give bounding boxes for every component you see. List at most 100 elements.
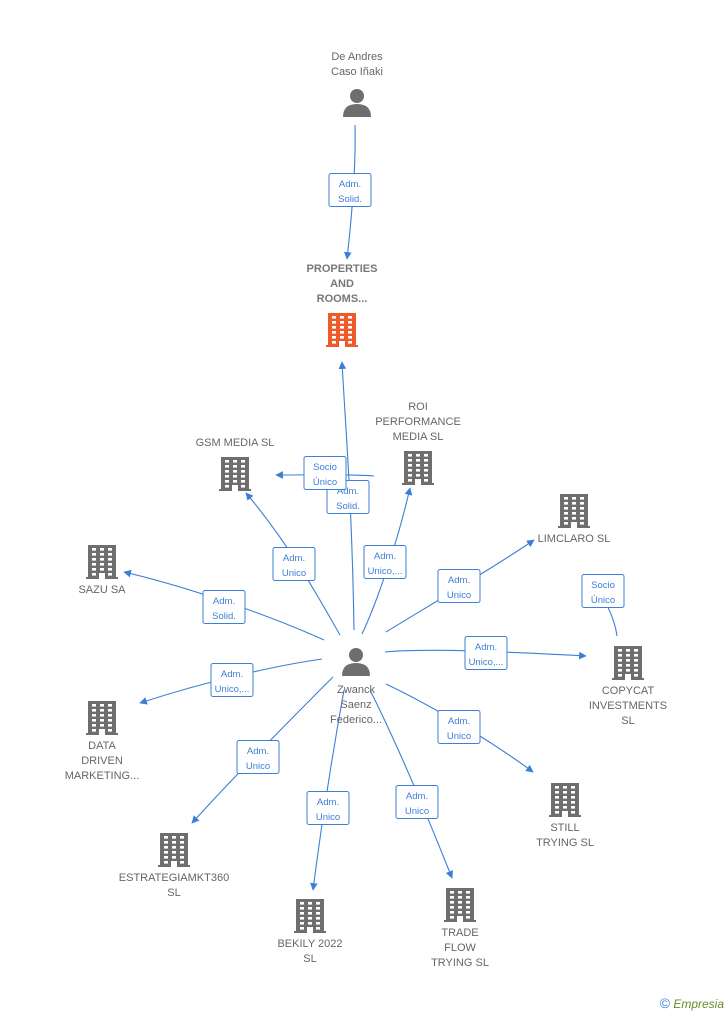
building-icon [549, 783, 581, 817]
edge-label-text: Unico,... [215, 684, 250, 695]
edge-label-text: Unico [405, 806, 429, 817]
edge-label-text: Único [591, 595, 615, 606]
building-icon [326, 313, 358, 347]
node-label: SAZU SA [78, 584, 126, 596]
node-label: PROPERTIES [307, 263, 378, 275]
edge-label-text: Adm. [247, 746, 269, 757]
node-label: MEDIA SL [393, 431, 444, 443]
node-limclaro[interactable]: LIMCLARO SL [538, 494, 611, 545]
edge-label-text: Unico [447, 590, 471, 601]
edge-label-text: Adm. [475, 642, 497, 653]
edge-label-box[interactable]: Adm. Unico [395, 785, 439, 819]
node-properties[interactable]: PROPERTIES AND ROOMS... [307, 263, 378, 347]
node-label: BEKILY 2022 [277, 938, 342, 950]
node-label: STILL [550, 822, 579, 834]
node-label: De Andres [331, 51, 383, 63]
edge-label-box[interactable]: Adm. Unico [272, 547, 316, 581]
edge-label-text: Unico [447, 731, 471, 742]
copyright-icon: © [659, 995, 670, 1011]
edge-label-box[interactable]: Adm. Unico,... [363, 545, 407, 579]
edge-label-box[interactable]: Adm. Unico [306, 791, 350, 825]
edge-label-text: Socio [313, 462, 337, 473]
node-label: Saenz [340, 699, 371, 711]
edge-label-text: Adm. [283, 553, 305, 564]
edge-label-text: Unico,... [368, 566, 403, 577]
building-icon [158, 833, 190, 867]
edge-label-text: Unico [316, 812, 340, 823]
edge-label-text: Adm. [339, 179, 361, 190]
node-zwanck[interactable]: ZwanckSaenzFederico... [330, 648, 382, 726]
building-icon [86, 701, 118, 735]
edge-label-text: Adm. [448, 575, 470, 586]
edge-label-text: Adm. [337, 486, 359, 497]
building-icon [294, 899, 326, 933]
node-sazu[interactable]: SAZU SA [78, 545, 126, 596]
node-label: ROI [408, 401, 428, 413]
brand-logo: Empresia [673, 997, 724, 1011]
edge-label-text: Adm. [406, 791, 428, 802]
edge-label-box[interactable]: Adm. Unico,... [210, 663, 254, 697]
node-label: COPYCAT [602, 685, 655, 697]
edge-zwanck-to-trade[interactable] [369, 689, 454, 879]
edge-label-text: Único [313, 477, 337, 488]
node-label: MARKETING... [65, 770, 140, 782]
node-label: SL [167, 887, 180, 899]
building-icon [86, 545, 118, 579]
node-still[interactable]: STILL TRYING SL [536, 783, 594, 849]
person-icon [343, 89, 371, 117]
node-label: SL [303, 953, 316, 965]
edge-label-box[interactable]: Adm. Unico [437, 710, 481, 744]
person-icon [342, 648, 370, 676]
node-label: SL [621, 715, 634, 727]
node-label: FLOW [444, 942, 476, 954]
edge-label-box[interactable]: Adm. Unico [236, 740, 280, 774]
edge-label-box[interactable]: Adm. Unico,... [464, 636, 508, 670]
edge-label-box[interactable]: Adm. Solid. [328, 173, 372, 207]
building-icon [402, 451, 434, 485]
node-copycat[interactable]: COPYCAT INVESTMENTS SL [589, 646, 667, 727]
node-label: DRIVEN [81, 755, 123, 767]
node-label: DATA [88, 740, 116, 752]
brand-footer[interactable]: © Empresia [660, 995, 724, 1011]
building-icon [219, 457, 251, 491]
edge-zwanck-to-properties[interactable] [338, 361, 355, 631]
edge-label-box[interactable]: Adm. Unico [437, 569, 481, 603]
node-label: INVESTMENTS [589, 700, 667, 712]
edge-label-text: Adm. [448, 716, 470, 727]
node-label: LIMCLARO SL [538, 533, 611, 545]
building-icon [444, 888, 476, 922]
edge-label-text: Socio [591, 580, 615, 591]
node-gsm[interactable]: GSM MEDIA SL [196, 437, 275, 491]
edge-label-text: Adm. [317, 797, 339, 808]
edge-label-text: Unico,... [469, 657, 504, 668]
node-roi[interactable]: ROI PERFORMANCE MEDIA SL [375, 401, 461, 485]
edge-label-text: Solid. [336, 501, 360, 512]
node-label: ROOMS... [317, 293, 368, 305]
building-icon [558, 494, 590, 528]
node-label: AND [330, 278, 354, 290]
node-label: TRADE [441, 927, 478, 939]
edge-label-text: Solid. [338, 194, 362, 205]
node-label: TRYING SL [431, 957, 489, 969]
edge-label-text: Unico [282, 568, 306, 579]
edge-label-text: Unico [246, 761, 270, 772]
node-label: Zwanck [337, 684, 375, 696]
node-data-driven[interactable]: DATA DRIVEN MARKETING... [65, 701, 140, 782]
node-label: ESTRATEGIAMKT360 [119, 872, 229, 884]
node-label: PERFORMANCE [375, 416, 461, 428]
node-label: GSM MEDIA SL [196, 437, 275, 449]
building-icon [612, 646, 644, 680]
edge-label-box[interactable]: Adm.Solid. [202, 590, 246, 624]
edge-label-text: Adm. [221, 669, 243, 680]
edge-label-text: Adm. [374, 551, 396, 562]
node-trade[interactable]: TRADE FLOW TRYING SL [431, 888, 489, 969]
edge-label-text: Solid. [212, 611, 236, 622]
node-label: TRYING SL [536, 837, 594, 849]
node-label: Caso Iñaki [331, 66, 383, 78]
edge-zwanck-to-bekily[interactable] [310, 689, 345, 891]
